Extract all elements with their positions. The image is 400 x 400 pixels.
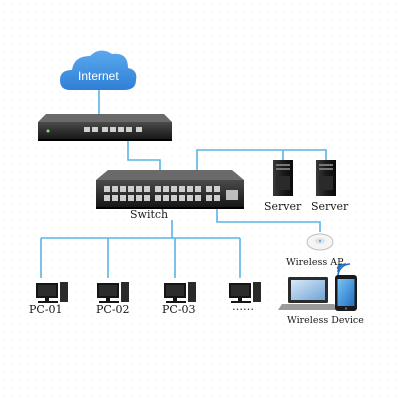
switch-label: Switch [130, 208, 169, 221]
wifi-signal-icon [336, 263, 351, 277]
switch-to-servers-link [196, 149, 327, 172]
switch-to-wireless-ap-link [216, 207, 321, 232]
server-2-label: Server [311, 200, 349, 213]
pc-02-icon [97, 282, 129, 303]
pc-03-icon [164, 282, 196, 303]
switch-port [112, 186, 118, 192]
switch-port [136, 195, 142, 201]
wireless-device-label: Wireless Device [287, 315, 364, 326]
connection-lines [40, 90, 327, 278]
wireless-ap-label: Wireless AP [286, 257, 344, 268]
server-2-icon [316, 160, 336, 196]
pc-more-icon [229, 282, 261, 303]
switch-port [163, 186, 169, 192]
network-switch-icon [96, 170, 244, 209]
firewall-to-switch-link [127, 140, 161, 170]
switch-port [104, 186, 110, 192]
switch-port [155, 186, 161, 192]
switch-port [206, 186, 212, 192]
internet-label: Internet [78, 69, 119, 83]
switch-port [206, 195, 212, 201]
switch-port [155, 195, 161, 201]
switch-port [144, 186, 150, 192]
switch-port [128, 195, 134, 201]
switch-port [128, 186, 134, 192]
internet-cloud-icon [60, 50, 137, 90]
switch-port [104, 195, 110, 201]
server-1-label: Server [264, 200, 302, 213]
switch-port [171, 186, 177, 192]
smartphone-icon [335, 275, 357, 311]
switch-port [144, 195, 150, 201]
switch-port [112, 195, 118, 201]
switch-port [187, 186, 193, 192]
switch-port [136, 186, 142, 192]
switch-port [214, 195, 220, 201]
switch-port [171, 195, 177, 201]
pc-01-icon [36, 282, 68, 303]
pc-02-label: PC-02 [96, 303, 130, 316]
firewall-appliance-icon [38, 114, 172, 141]
switch-port [163, 195, 169, 201]
switch-port [179, 186, 185, 192]
switch-port [187, 195, 193, 201]
laptop-icon [278, 277, 338, 310]
pc-03-label: PC-03 [162, 303, 196, 316]
switch-port [120, 186, 126, 192]
server-1-icon [273, 160, 293, 196]
switch-port [214, 186, 220, 192]
switch-port [195, 186, 201, 192]
pc-more-label: …… [232, 300, 254, 313]
wireless-ap-icon [306, 233, 334, 251]
switch-port [120, 195, 126, 201]
switch-port [179, 195, 185, 201]
pc-01-label: PC-01 [29, 303, 63, 316]
switch-port [195, 195, 201, 201]
